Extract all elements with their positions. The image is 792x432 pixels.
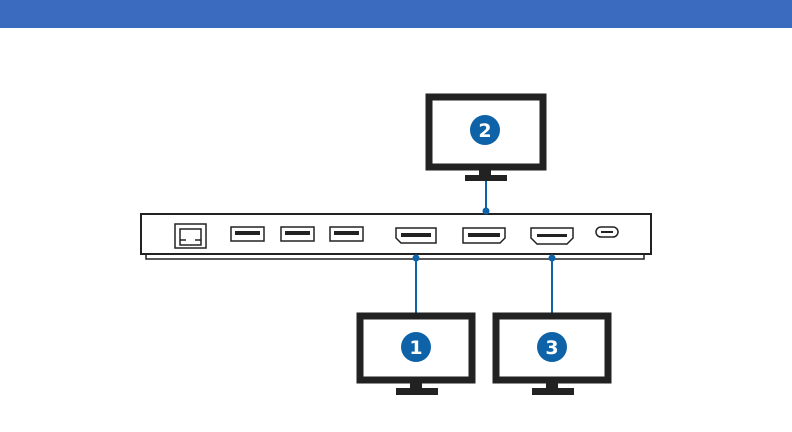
monitor-badge: 2 [470,115,500,145]
monitor-2: 2 [429,97,543,181]
monitor-3: 3 [496,316,608,395]
monitor-badge-label: 1 [409,337,422,359]
monitor-badge: 1 [401,332,431,362]
monitor-badge-label: 2 [478,120,491,142]
monitor-badge-label: 3 [545,337,558,359]
monitor-1: 1 [360,316,472,395]
monitor-badge: 3 [537,332,567,362]
